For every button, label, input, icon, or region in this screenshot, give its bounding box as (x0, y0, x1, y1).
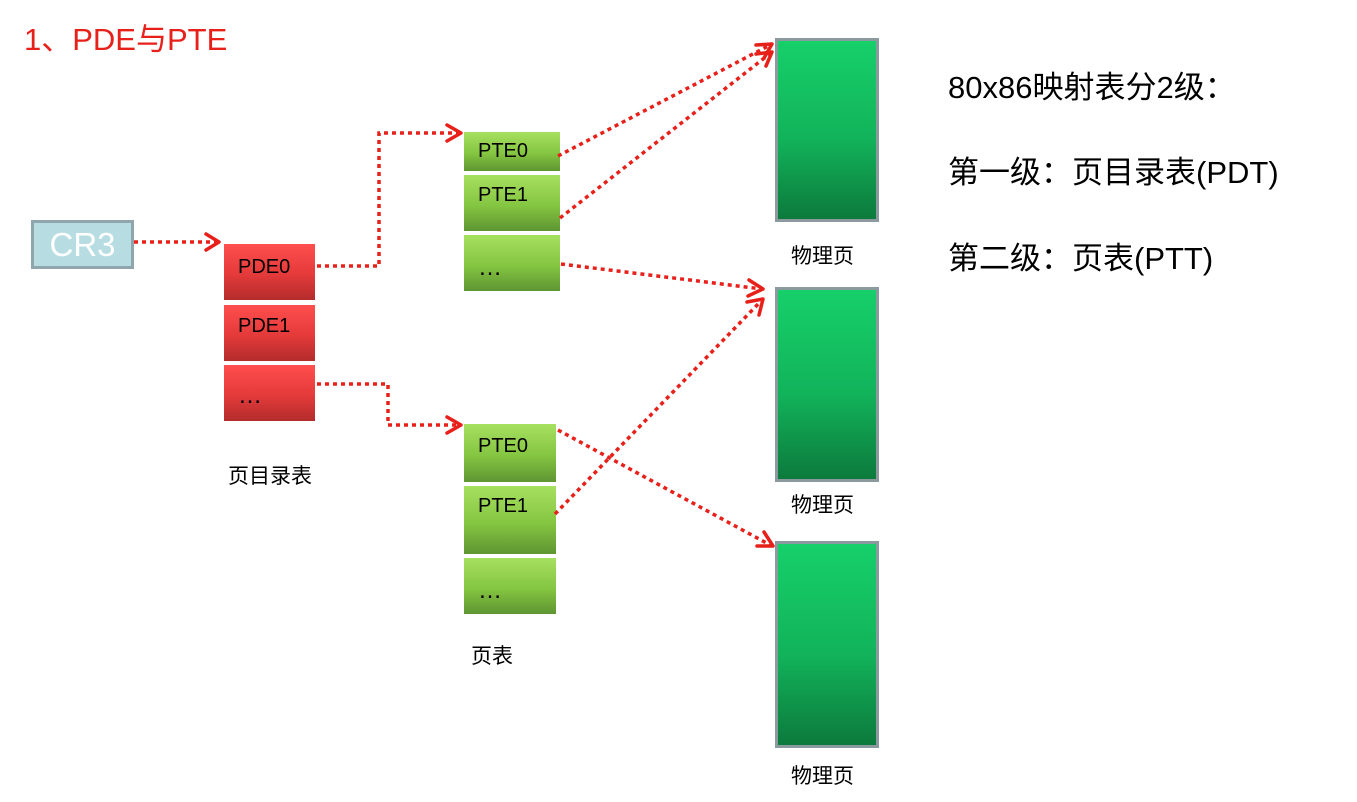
note-level-one: 第一级：页目录表(PDT) (948, 155, 1279, 190)
page-table-caption: 页表 (471, 644, 513, 668)
pde-entry-1: PDE1 (224, 305, 315, 361)
arrowhead-pte1-0-page1 (754, 42, 774, 60)
physical-page-3-caption: 物理页 (791, 764, 854, 788)
arrow-pte2-1-to-page-2 (553, 298, 764, 516)
arrowhead-pte2-1-page2 (745, 297, 765, 317)
arrowhead-pte2-0-page3 (755, 530, 775, 548)
arrow-pte2-0-to-page-3 (557, 428, 773, 548)
arrow-pde0-to-pte-table-1 (317, 131, 460, 268)
arrowhead-pde-ellipsis-pte2 (445, 415, 463, 435)
pde-entry-ellipsis: … (224, 365, 315, 421)
note-levels: 80x86映射表分2级： (948, 70, 1236, 105)
note-level-two: 第二级：页表(PTT) (948, 241, 1214, 276)
arrowhead-pte1-1-page1 (754, 50, 774, 68)
page-title: 1、PDE与PTE (24, 22, 228, 57)
cr3-register: CR3 (31, 220, 134, 269)
physical-page-2-caption: 物理页 (791, 493, 854, 517)
pde-entry-0: PDE0 (224, 244, 315, 300)
physical-page-1-caption: 物理页 (791, 244, 854, 268)
arrow-pte1-ellipsis-to-page-2 (560, 262, 763, 291)
pte1-entry-0: PTE0 (464, 132, 560, 171)
arrow-pte1-1-to-page-1 (558, 50, 774, 220)
pte1-entry-ellipsis: … (464, 235, 560, 291)
pte2-entry-ellipsis: … (464, 558, 556, 614)
arrow-pte1-0-to-page-1 (557, 42, 773, 158)
arrowhead-pte1-ellipsis-page2 (746, 278, 765, 298)
pte1-entry-1: PTE1 (464, 175, 560, 231)
arrowhead-cr3-pde0 (204, 232, 221, 252)
arrowhead-pde0-pte1 (445, 123, 463, 143)
physical-page-1 (775, 38, 879, 222)
arrow-pde-ellipsis-to-pte-table-2 (317, 382, 460, 427)
physical-page-3 (775, 541, 879, 748)
pte2-entry-1: PTE1 (464, 486, 556, 554)
page-directory-caption: 页目录表 (228, 464, 312, 488)
physical-page-2 (775, 287, 879, 482)
pte2-entry-0: PTE0 (464, 424, 556, 482)
